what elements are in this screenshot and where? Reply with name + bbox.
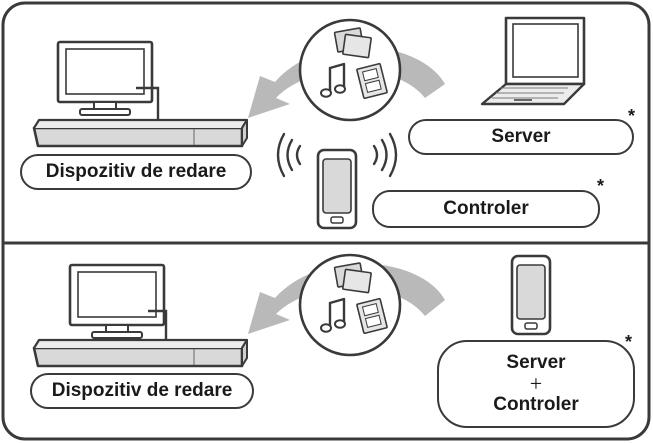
combined-label-plus: +	[529, 370, 543, 396]
bottom-playback-device-label: Dispozitiv de redare	[30, 373, 254, 409]
transfer-arrow	[248, 263, 445, 334]
combined-footnote-mark: *	[625, 332, 633, 352]
laptop-icon	[480, 16, 586, 106]
media-content-circle	[298, 18, 402, 122]
top-server-label: Server	[408, 119, 634, 155]
media-content-circle	[298, 253, 402, 357]
controller-footnote-mark: *	[597, 176, 605, 196]
wireless-signal-icon	[276, 132, 398, 178]
smartphone-icon	[510, 254, 552, 336]
server-footnote-mark: *	[628, 106, 636, 126]
blu-ray-player-icon	[32, 338, 249, 368]
bottom-server-controller-label: Server + Controler	[437, 340, 635, 428]
blu-ray-player-icon	[32, 118, 249, 148]
combined-label-controller: Controler	[493, 394, 579, 416]
bottom-panel	[32, 253, 552, 368]
smartphone-icon	[316, 148, 358, 230]
tv-cable	[136, 86, 160, 128]
tv-cable	[148, 309, 168, 346]
top-panel	[32, 16, 586, 230]
top-playback-device-label: Dispozitiv de redare	[20, 154, 252, 190]
combined-label-server: Server	[506, 351, 566, 373]
top-controller-label: Controler	[372, 190, 600, 228]
